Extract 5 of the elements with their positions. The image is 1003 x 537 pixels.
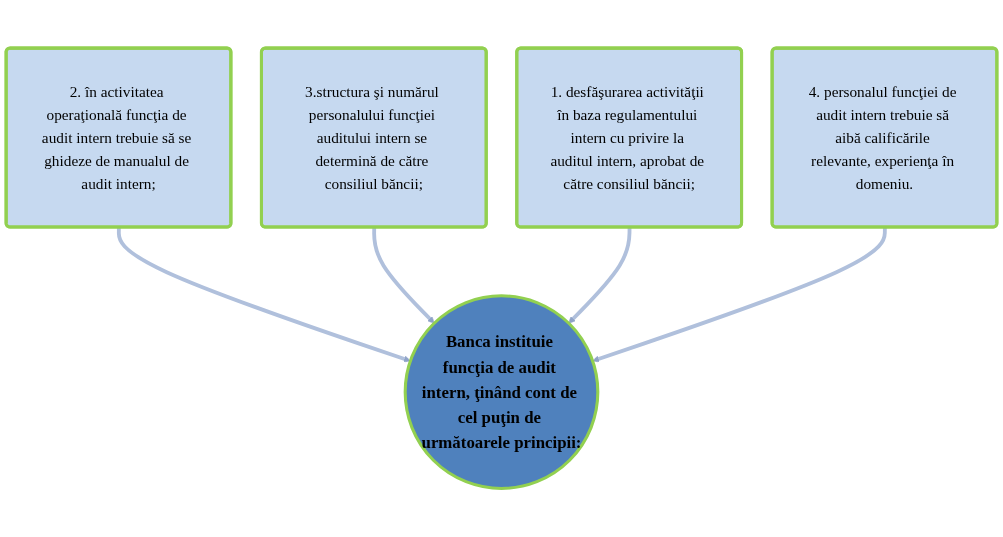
node-circle: Banca instituie funcţia de audit intern, ţinând cont de cel puţin de următoarele principii: bbox=[403, 294, 600, 491]
arrow bbox=[116, 227, 411, 363]
arrow bbox=[592, 227, 887, 363]
arrow bbox=[568, 227, 632, 324]
arrow bbox=[372, 227, 435, 324]
